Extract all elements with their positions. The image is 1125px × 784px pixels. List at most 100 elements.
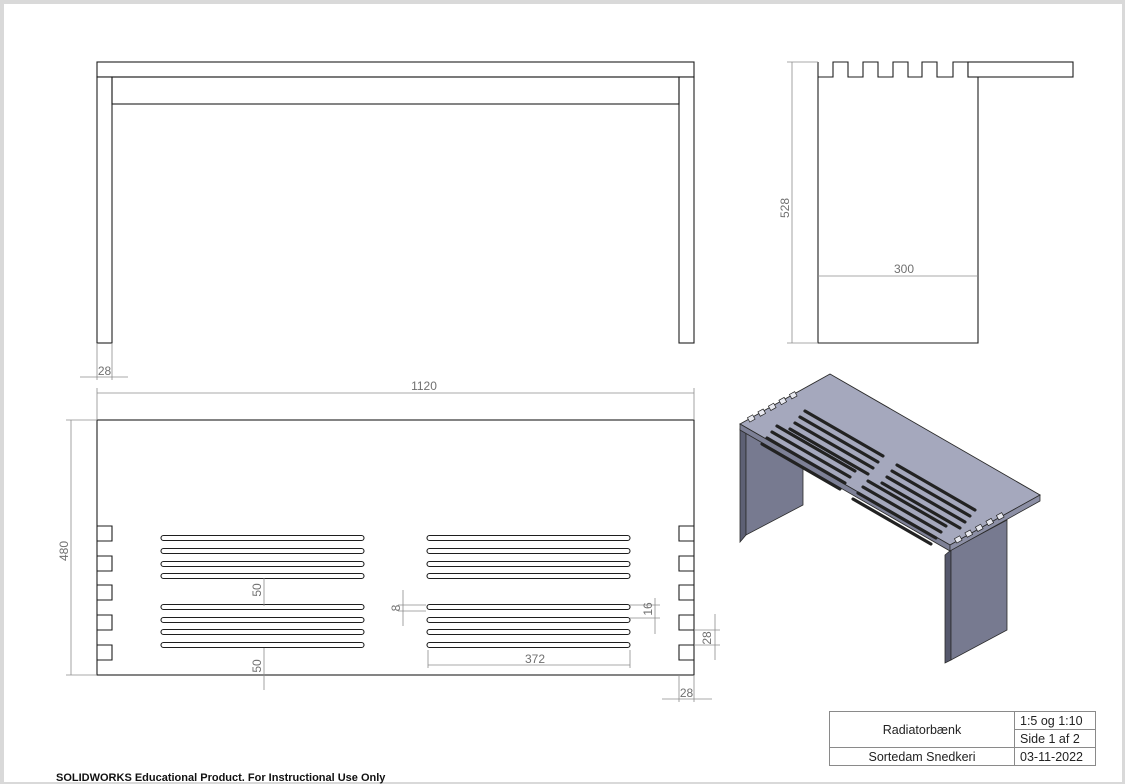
tenon-right bbox=[678, 555, 694, 572]
iso-vent-slot bbox=[861, 485, 943, 534]
dim-tenon-depth: 28 bbox=[662, 675, 712, 702]
vent-slot bbox=[160, 616, 365, 624]
iso-vent-slot bbox=[793, 421, 875, 470]
vent-slot bbox=[426, 547, 631, 555]
iso-vent-slot bbox=[760, 442, 842, 491]
iso-tenon bbox=[767, 402, 777, 411]
dim-tenon-depth-label: 28 bbox=[680, 686, 694, 700]
front-view-rail bbox=[111, 76, 680, 105]
tenons-right bbox=[678, 525, 694, 661]
iso-tenon bbox=[964, 529, 974, 538]
iso-tenon bbox=[995, 512, 1005, 521]
iso-tenon bbox=[788, 391, 798, 400]
tenon-right bbox=[678, 614, 694, 631]
iso-vent-slot bbox=[895, 463, 977, 512]
vent-slot bbox=[160, 603, 365, 611]
dim-top-depth: 300 bbox=[818, 262, 978, 277]
iso-right-leg-edge bbox=[944, 549, 952, 664]
front-view-top-board bbox=[96, 61, 695, 78]
tenon-left bbox=[97, 525, 113, 542]
side-view bbox=[817, 61, 1074, 344]
tenon-right bbox=[678, 584, 694, 601]
vent-slot bbox=[426, 534, 631, 542]
vent-slot bbox=[426, 641, 631, 649]
dim-leg-thickness: 28 bbox=[80, 343, 128, 380]
dim-slot-spacing-lower-label: 50 bbox=[250, 659, 264, 673]
educational-watermark: SOLIDWORKS Educational Product. For Inst… bbox=[56, 772, 386, 784]
iso-vent-slot bbox=[851, 497, 933, 546]
tenon-left bbox=[97, 644, 113, 661]
iso-tenon bbox=[953, 535, 963, 544]
dim-overall-length: 1120 bbox=[96, 379, 695, 420]
dim-slot-length-label: 372 bbox=[525, 652, 545, 666]
iso-vent-slot bbox=[880, 481, 962, 530]
iso-vent-slot bbox=[890, 469, 972, 518]
iso-vent-slot bbox=[770, 430, 852, 479]
dim-leg-thickness-label: 28 bbox=[98, 364, 112, 378]
iso-left-leg-edge bbox=[739, 424, 747, 544]
title-block: Radiatorbænk 1:5 og 1:10 Side 1 af 2 Sor… bbox=[829, 711, 1096, 766]
company-name: Sortedam Snedkeri bbox=[829, 747, 1015, 766]
iso-tenon bbox=[778, 396, 788, 406]
dim-top-depth-label: 300 bbox=[894, 262, 914, 276]
vent-slot bbox=[426, 616, 631, 624]
drawing-sheet: 28 528 300 1120 480 50 50 bbox=[4, 4, 1122, 782]
side-view-profile bbox=[817, 61, 979, 344]
dim-slot-pitch: 16 bbox=[630, 598, 660, 634]
iso-vent-slot bbox=[788, 427, 870, 476]
front-view-left-leg bbox=[96, 76, 113, 344]
iso-tenon bbox=[757, 408, 767, 417]
tenon-left bbox=[97, 584, 113, 601]
vent-slot bbox=[426, 572, 631, 580]
dim-overall-length-label: 1120 bbox=[411, 379, 437, 393]
dim-slot-spacing: 50 bbox=[250, 578, 265, 606]
tenon-right bbox=[678, 644, 694, 661]
top-view-outline bbox=[96, 419, 695, 676]
dim-slot-gap-label: 8 bbox=[389, 604, 403, 611]
iso-vent-slot bbox=[866, 479, 948, 528]
vent-slot bbox=[426, 628, 631, 636]
iso-tenon bbox=[746, 414, 756, 423]
vent-slot bbox=[426, 603, 631, 611]
iso-top-side-edge bbox=[949, 494, 1041, 552]
drawing-title: Radiatorbænk bbox=[829, 711, 1015, 748]
iso-tenon bbox=[985, 517, 995, 527]
dim-slot-spacing-label: 50 bbox=[250, 583, 264, 597]
sheet-number: Side 1 af 2 bbox=[1014, 729, 1096, 748]
dim-slot-gap: 8 bbox=[389, 590, 426, 626]
tenon-left bbox=[97, 614, 113, 631]
dim-top-width: 480 bbox=[57, 419, 97, 676]
iso-tenon bbox=[974, 523, 984, 532]
vent-slot bbox=[426, 560, 631, 568]
vent-slot bbox=[160, 572, 365, 580]
front-view bbox=[96, 61, 695, 344]
isometric-view bbox=[739, 373, 1041, 664]
vent-slot bbox=[160, 628, 365, 636]
dim-height-label: 528 bbox=[778, 198, 792, 218]
iso-vent-slot bbox=[856, 491, 938, 540]
vent-slot bbox=[160, 534, 365, 542]
vent-slots bbox=[160, 534, 631, 649]
tenons-left bbox=[97, 525, 113, 661]
vent-slot bbox=[160, 547, 365, 555]
iso-tenons bbox=[746, 391, 1005, 544]
dim-slot-length: 372 bbox=[427, 650, 631, 668]
vent-slot bbox=[160, 560, 365, 568]
dim-slot-spacing-lower: 50 bbox=[250, 648, 265, 690]
side-view-top-board bbox=[967, 61, 1074, 78]
drawing-scale: 1:5 og 1:10 bbox=[1014, 711, 1096, 730]
dim-top-width-label: 480 bbox=[57, 541, 71, 561]
dim-tenon-height-label: 28 bbox=[700, 631, 714, 645]
top-view bbox=[96, 419, 695, 676]
iso-vent-slot bbox=[798, 415, 880, 464]
iso-vent-slot bbox=[765, 436, 847, 485]
dim-slot-pitch-label: 16 bbox=[641, 602, 655, 616]
dim-tenon-height: 28 bbox=[694, 614, 720, 660]
front-view-right-leg bbox=[678, 76, 695, 344]
iso-vent-slots bbox=[760, 409, 977, 546]
iso-vent-slot bbox=[775, 424, 857, 473]
technical-drawing: 28 528 300 1120 480 50 50 bbox=[57, 61, 1074, 702]
tenon-left bbox=[97, 555, 113, 572]
iso-vent-slot bbox=[885, 475, 967, 524]
dim-height: 528 bbox=[778, 61, 818, 344]
